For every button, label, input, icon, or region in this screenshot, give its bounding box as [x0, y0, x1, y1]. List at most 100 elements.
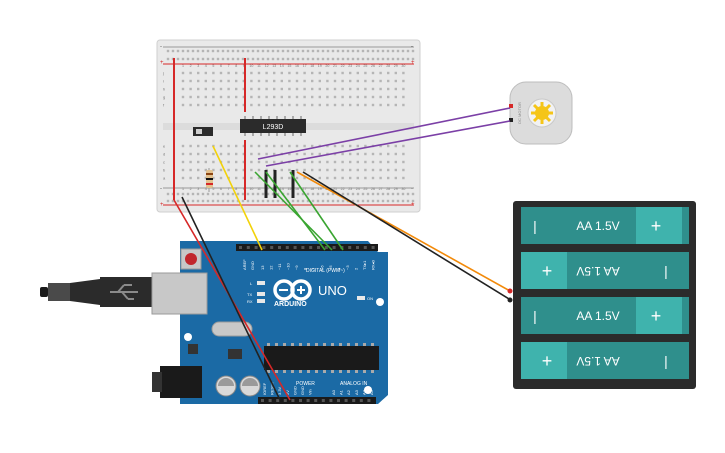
led-label-l: L [250, 281, 253, 286]
led-label-rx: RX [247, 299, 253, 304]
battery-pack[interactable]: +|AA 1.5V+|AA 1.5V+|AA 1.5V+|AA 1.5V [513, 201, 696, 389]
column-number: 11 [257, 187, 261, 191]
column-number: 30 [401, 64, 405, 68]
column-number: 19 [318, 64, 322, 68]
plus-terminal-icon: + [651, 306, 662, 326]
column-number: 18 [310, 64, 314, 68]
pin-label: IOREF [262, 382, 267, 395]
rail-sign: - [160, 44, 162, 50]
row-label: c [163, 160, 165, 165]
pin-label: GND [300, 386, 305, 395]
column-number: 6 [220, 64, 222, 68]
column-number: 13 [272, 64, 276, 68]
power-header-label: POWER [296, 381, 315, 387]
minus-terminal-icon: | [664, 353, 668, 369]
battery-cell: +|AA 1.5V [519, 295, 691, 336]
pin-label: A5 [369, 389, 374, 395]
plus-terminal-icon: + [651, 216, 662, 236]
motor-label: DC MOTOR [517, 102, 522, 124]
column-number: 17 [303, 187, 307, 191]
pin-label: ~9 [294, 265, 299, 270]
column-number: 24 [356, 187, 360, 191]
rail-sign: + [160, 202, 164, 208]
rail-sign: + [411, 202, 415, 208]
minus-terminal-icon: | [533, 308, 537, 324]
pin-label: ~3 [345, 265, 350, 270]
column-number: 7 [228, 64, 230, 68]
row-label: d [163, 152, 165, 157]
pin-label: A3 [354, 389, 359, 395]
battery-cell: +|AA 1.5V [519, 250, 691, 291]
column-number: 25 [363, 187, 367, 191]
column-number: 14 [280, 64, 284, 68]
wire-black [181, 196, 281, 401]
pin-label: 5V [285, 390, 290, 395]
status-leds: L TX RX ON [247, 281, 373, 304]
pin-label: 2 [354, 267, 359, 270]
resistor[interactable] [206, 168, 213, 192]
usb-cable[interactable] [40, 277, 152, 307]
column-number: 3 [197, 187, 199, 191]
column-number: 2 [190, 187, 192, 191]
column-number: 25 [363, 64, 367, 68]
column-number: 8 [235, 187, 237, 191]
l293d-chip[interactable]: L293D [240, 116, 306, 136]
column-number: 18 [310, 187, 314, 191]
pin-label: A4 [361, 389, 366, 395]
wire-green [254, 171, 333, 251]
column-number: 4 [205, 187, 207, 191]
arduino-logo-icon [273, 279, 312, 301]
row-label: j [162, 71, 164, 76]
pin-label: ~6 [320, 265, 325, 270]
column-number: 1 [182, 64, 184, 68]
wire-green [265, 171, 326, 251]
column-number: 22 [341, 64, 345, 68]
column-number: 6 [220, 187, 222, 191]
arduino-brand: ARDUINO [274, 301, 307, 308]
wire-yellow [212, 145, 263, 251]
column-number: 27 [379, 64, 383, 68]
analog-header-label: ANALOG IN [340, 381, 368, 387]
arduino-uno-board[interactable]: ARDUINO UNO L TX RX ON DIGITAL (PWM~) PO… [40, 241, 388, 404]
column-number: 22 [341, 187, 345, 191]
pin-label: 12 [269, 265, 274, 270]
column-number: 21 [333, 187, 337, 191]
battery-cell: +|AA 1.5V [519, 205, 691, 246]
pin-label: A2 [346, 389, 351, 395]
column-number: 9 [243, 64, 245, 68]
reset-button[interactable] [180, 248, 202, 270]
rail-sign: + [411, 60, 415, 66]
column-number: 28 [386, 64, 390, 68]
rail-sign: + [160, 60, 164, 66]
column-number: 17 [303, 64, 307, 68]
column-number: 26 [371, 187, 375, 191]
row-label: h [163, 87, 165, 92]
pin-label: RX◂0 [371, 259, 376, 270]
column-number: 9 [243, 187, 245, 191]
pin-label: 3.3V [277, 386, 282, 395]
digital-header-label: DIGITAL (PWM~) [306, 268, 345, 274]
pin-label: Vin [308, 389, 313, 395]
column-number: 16 [295, 64, 299, 68]
wire-black [302, 171, 510, 300]
column-number: 11 [257, 64, 261, 68]
wire-orange [296, 171, 511, 292]
wire-green [289, 171, 344, 251]
column-number: 23 [348, 187, 352, 191]
dc-motor[interactable]: DC MOTOR [509, 81, 573, 145]
column-number: 29 [394, 187, 398, 191]
pin-label: ~5 [328, 265, 333, 270]
slide-switch[interactable] [193, 127, 213, 136]
column-number: 5 [212, 187, 214, 191]
arduino-model: UNO [318, 283, 347, 298]
column-number: 15 [287, 187, 291, 191]
column-number: 7 [228, 187, 230, 191]
led-label-on: ON [367, 296, 373, 301]
pin-label: 4 [337, 267, 342, 270]
battery-cell-label: AA 1.5V [576, 264, 619, 278]
column-number: 2 [190, 64, 192, 68]
breadboard-holes [166, 49, 415, 203]
column-number: 14 [280, 187, 284, 191]
column-number: 23 [348, 64, 352, 68]
